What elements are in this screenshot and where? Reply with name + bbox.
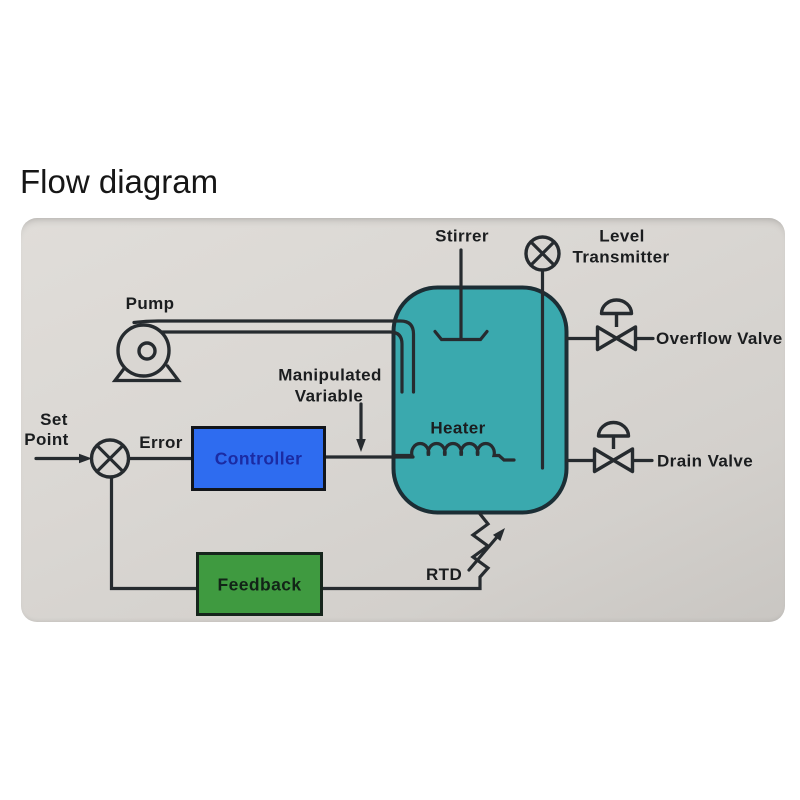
controller-box bbox=[191, 426, 326, 491]
feedback-return-line bbox=[109, 475, 199, 591]
summing-junction-cross bbox=[95, 443, 125, 474]
heater-label: Heater bbox=[430, 419, 485, 438]
pump-stand bbox=[111, 364, 182, 383]
rtd-label: RTD bbox=[426, 565, 462, 584]
manipulated-variable-label-line2: Variable bbox=[295, 387, 363, 406]
setpoint-label-line2: Point bbox=[24, 430, 69, 449]
error-label: Error bbox=[139, 433, 183, 452]
drain-valve-icon bbox=[592, 447, 635, 474]
stirrer-label: Stirrer bbox=[435, 227, 489, 246]
pump-hub bbox=[137, 341, 157, 361]
manipulated-variable-label-line1: Manipulated bbox=[278, 366, 382, 385]
setpoint-label-line1: Set bbox=[40, 410, 68, 429]
feedback-label: Feedback bbox=[218, 575, 302, 595]
drain-valve-actuator bbox=[596, 420, 631, 438]
page-title: Flow diagram bbox=[20, 163, 219, 200]
setpoint-arrowhead bbox=[79, 453, 92, 464]
pump-label: Pump bbox=[126, 294, 175, 313]
pump-pipe-outer bbox=[132, 319, 416, 394]
heater-coil bbox=[392, 441, 516, 462]
overflow-valve-icon bbox=[595, 325, 638, 352]
stirrer-impeller bbox=[433, 329, 489, 342]
rtd-arrowhead bbox=[492, 528, 505, 542]
feedback-box bbox=[196, 552, 323, 616]
level-transmitter-cross bbox=[529, 240, 556, 267]
pump-pipe-inner bbox=[160, 330, 404, 394]
tank-vessel bbox=[391, 285, 569, 515]
manipulated-variable-arrowhead bbox=[356, 439, 366, 452]
overflow-valve-actuator bbox=[599, 298, 634, 316]
overflow-valve-label: Overflow Valve bbox=[656, 329, 783, 348]
rtd-resistor bbox=[320, 512, 491, 591]
level-transmitter-label-line2: Transmitter bbox=[573, 248, 670, 267]
controller-label: Controller bbox=[215, 449, 303, 469]
rtd-arrow-line bbox=[467, 531, 502, 572]
level-transmitter-label-line1: Level bbox=[599, 227, 644, 246]
drain-valve-label: Drain Valve bbox=[657, 452, 753, 471]
